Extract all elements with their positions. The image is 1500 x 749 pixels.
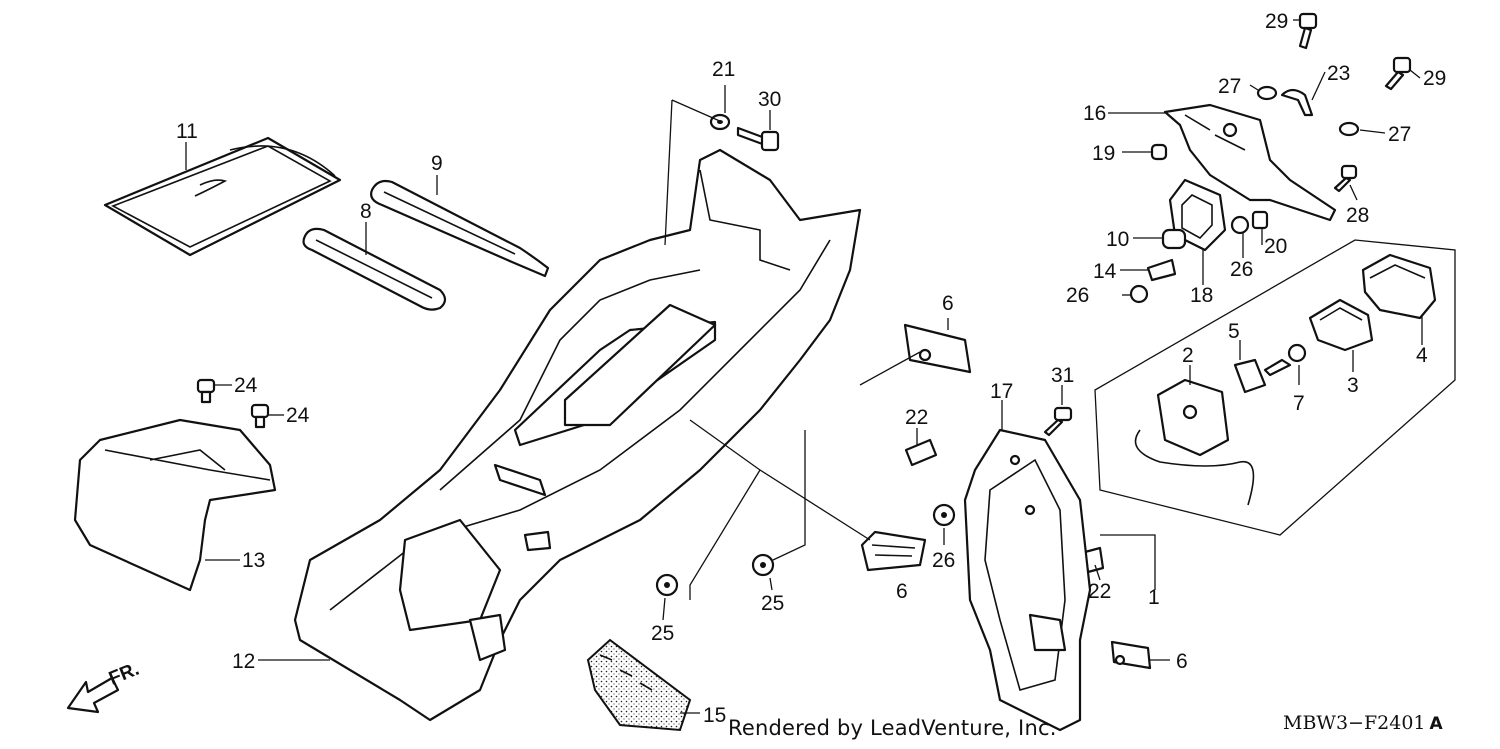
- callout-18: 18: [1190, 284, 1213, 307]
- callout-6-a: 6: [942, 292, 954, 315]
- part-22-nut-a: [904, 438, 938, 467]
- part-6-reflector-c: [1110, 640, 1152, 670]
- part-6-reflector-a: [903, 323, 972, 374]
- part-21-washer: [709, 113, 731, 131]
- part-16-bracket: [1163, 103, 1337, 222]
- part-28-bolt: [1333, 164, 1358, 193]
- callout-22-a: 22: [905, 406, 928, 429]
- callout-3: 3: [1347, 374, 1359, 397]
- callout-26-b: 26: [1230, 258, 1253, 281]
- callout-28: 28: [1346, 204, 1369, 227]
- callout-11: 11: [176, 120, 198, 143]
- part-9-strap: [370, 179, 550, 278]
- callout-25-a: 25: [761, 592, 784, 615]
- callout-2: 2: [1182, 344, 1194, 367]
- callout-30: 30: [758, 88, 781, 111]
- front-arrow-icon: [66, 676, 120, 714]
- part-29-bolt-a: [1298, 12, 1318, 50]
- part-26-nut-c: [1129, 284, 1149, 304]
- callout-29-a: 29: [1265, 10, 1288, 33]
- part-4-taillight: [1361, 253, 1437, 320]
- part-1-taillight-assembly-frame: [1094, 239, 1456, 536]
- callout-27-b: 27: [1388, 123, 1411, 146]
- part-13-cover: [73, 418, 277, 592]
- callout-23: 23: [1327, 62, 1350, 85]
- callout-20: 20: [1264, 235, 1287, 258]
- callout-21: 21: [712, 58, 735, 81]
- callout-26-a: 26: [932, 549, 955, 572]
- callout-31: 31: [1051, 364, 1074, 387]
- part-23-stay: [1280, 88, 1314, 117]
- callout-17: 17: [990, 380, 1013, 403]
- leader-lines: [185, 19, 1423, 714]
- part-27-washer-b: [1338, 121, 1360, 137]
- part-8-strap: [302, 227, 447, 311]
- part-17-license-bracket: [963, 428, 1092, 732]
- credit-line: Rendered by LeadVenture, Inc.: [728, 716, 1057, 740]
- part-20-collar: [1251, 210, 1269, 230]
- callout-13: 13: [242, 549, 265, 572]
- callout-25-b: 25: [651, 622, 674, 645]
- part-14-collar: [1146, 258, 1177, 282]
- diagram-code-text: MBW3−F2401: [1283, 712, 1426, 734]
- callout-15: 15: [703, 704, 726, 727]
- diagram-code-suffix: A: [1429, 714, 1443, 734]
- callout-19: 19: [1092, 142, 1115, 165]
- callout-16: 16: [1083, 102, 1106, 125]
- callout-8: 8: [360, 200, 372, 223]
- part-3-lens: [1308, 298, 1374, 352]
- part-5-bracket: [1233, 358, 1267, 394]
- part-19-grommet: [1150, 143, 1168, 161]
- part-30-bolt: [736, 126, 780, 152]
- callout-29-b: 29: [1423, 67, 1446, 90]
- part-26-nut-b: [1230, 215, 1250, 235]
- part-26-nut-a: [932, 503, 956, 527]
- part-24-clip-a: [196, 378, 216, 404]
- callout-6-c-label: 6: [1176, 650, 1188, 673]
- callout-labels: 11 9 8 21 30 24 24 13 12 15 6 22 26 6 25…: [176, 10, 1446, 727]
- callout-12: 12: [232, 650, 255, 673]
- part-12-rear-fender: [293, 148, 862, 722]
- callout-14: 14: [1093, 260, 1117, 283]
- callout-10: 10: [1106, 228, 1129, 251]
- part-25-nut-b: [655, 573, 679, 597]
- part-2-license-light: [1134, 378, 1255, 506]
- callout-22-b: 22: [1088, 580, 1111, 603]
- part-10-grommet: [1161, 228, 1187, 250]
- callout-24-a: 24: [234, 374, 258, 397]
- part-11-document-bag: [103, 136, 342, 257]
- part-24-clip-b: [250, 403, 270, 429]
- callout-9: 9: [431, 152, 443, 175]
- part-25-nut-a: [751, 553, 775, 577]
- callout-1: 1: [1148, 586, 1160, 609]
- part-27-washer-a: [1256, 85, 1278, 101]
- callout-4: 4: [1416, 344, 1428, 367]
- part-29-bolt-b: [1384, 56, 1412, 91]
- part-15-reflector-panel: [586, 638, 692, 732]
- callout-26-c: 26: [1066, 284, 1089, 307]
- part-7-bulb: [1263, 343, 1307, 377]
- part-6-reflector-b: [860, 530, 927, 572]
- callout-5: 5: [1228, 320, 1240, 343]
- front-marker: FR.: [106, 659, 142, 690]
- callout-24-b: 24: [286, 404, 310, 427]
- part-31-bolt: [1043, 406, 1073, 437]
- callout-6-b: 6: [896, 580, 908, 603]
- callout-27-a: 27: [1218, 75, 1241, 98]
- callout-7-label: 7: [1293, 392, 1305, 415]
